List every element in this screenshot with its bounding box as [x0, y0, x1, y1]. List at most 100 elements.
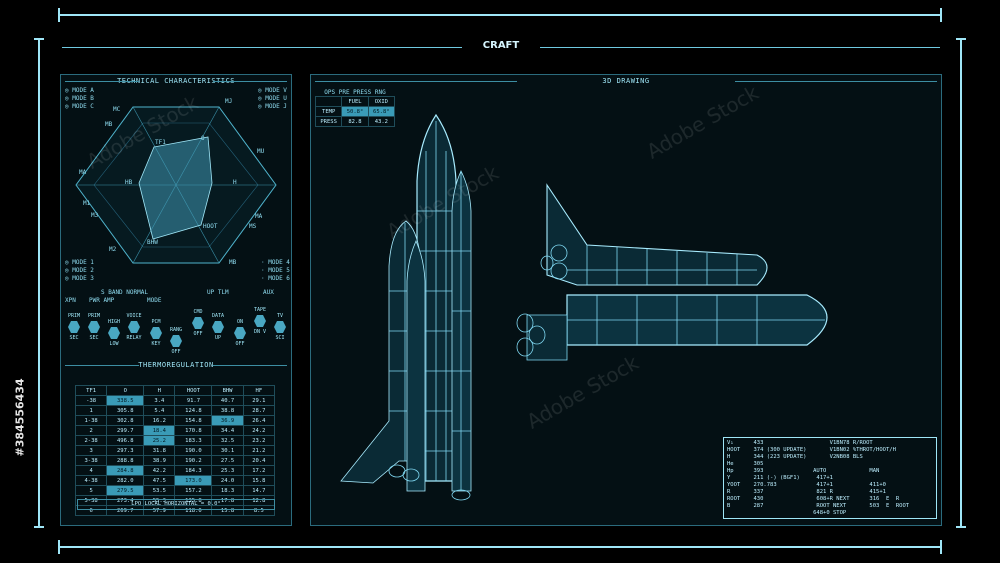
table-cell: 1-38	[74, 415, 108, 426]
mode-item[interactable]: · MODE 4	[261, 259, 290, 266]
telemetry-line: HOOT 374 (300 UPDATE) V1BN02 %THROT/HOOT…	[727, 447, 896, 453]
mode-item[interactable]: ◎ MODE C	[65, 103, 94, 110]
table-header-cell: H	[143, 385, 176, 396]
mode-item[interactable]: ◎ MODE 2	[65, 267, 94, 274]
table-cell: 173.0	[174, 475, 213, 486]
table-cell: 157.2	[174, 485, 213, 496]
radar-inner-label: H	[233, 179, 237, 186]
table-header-cell: O	[106, 385, 145, 396]
uptlm-label: UP TLM	[207, 289, 229, 296]
mode-item[interactable]: ◎ MODE 1	[65, 259, 94, 266]
table-cell: 302.8	[106, 415, 145, 426]
telemetry-line: H 344 (223 UPDATE) V2NB08 BLS	[727, 454, 863, 460]
table-header-cell: BHW	[211, 385, 244, 396]
table-cell: 154.8	[174, 415, 213, 426]
radar-label: MB	[105, 121, 113, 128]
table-cell: 17.2	[242, 465, 276, 476]
table-cell: 36.9	[211, 415, 244, 426]
table-cell: 338.5	[106, 395, 145, 406]
table-cell: 279.5	[106, 485, 145, 496]
mode-item[interactable]: · MODE 5	[261, 267, 290, 274]
radar-label: MJ	[225, 98, 233, 105]
table-cell: 16.2	[143, 415, 176, 426]
drawing-header: 3D DRAWING	[311, 77, 941, 85]
telemetry-line: R 337 821 R 415+1	[727, 489, 886, 495]
radar-inner-label: HB	[125, 179, 133, 186]
table-cell: 24.2	[242, 425, 276, 436]
table-cell: 184.3	[174, 465, 213, 476]
table-cell: 3	[74, 445, 108, 456]
page-title: CRAFT	[482, 40, 520, 51]
table-cell: 25.2	[143, 435, 176, 446]
radar-label: MA	[79, 169, 87, 176]
table-cell: 47.5	[143, 475, 176, 486]
shuttle-horizontal-wireframe	[516, 183, 828, 361]
mode-item[interactable]: ◎ MODE V	[258, 87, 287, 94]
radar-inner-label: BHW	[147, 239, 158, 246]
table-cell: 53.5	[143, 485, 176, 496]
radar-inner-label: O	[201, 135, 205, 142]
ops-title: OPS PRE PRESS RNG	[324, 89, 386, 96]
table-cell: 91.7	[174, 395, 213, 406]
table-cell: 3.4	[143, 395, 176, 406]
table-cell: 18.4	[143, 425, 176, 436]
table-cell: 40.7	[211, 395, 244, 406]
table-cell: 2	[74, 425, 108, 436]
telemetry-line: Y 211 (-) (BGF1) 417+1	[727, 475, 833, 481]
shuttle-vertical-wireframe	[340, 113, 472, 501]
table-cell: 496.8	[106, 435, 145, 446]
telemetry-line: B 287 ROOT NEXT 503 E ROOT	[727, 503, 910, 509]
table-cell: 183.3	[174, 435, 213, 446]
mode-item[interactable]: ◎ MODE B	[65, 95, 94, 102]
table-cell: 26.4	[242, 415, 276, 426]
table-cell: 3-38	[74, 455, 108, 466]
table-cell: 29.1	[242, 395, 276, 406]
table-cell: 4	[74, 465, 108, 476]
radar-label: MC	[113, 106, 121, 113]
table-cell: 6	[74, 505, 108, 516]
mode-item[interactable]: ◎ MODE J	[258, 103, 287, 110]
table-header-cell: HF	[242, 385, 276, 396]
pwr-amp-label: PWR AMP	[89, 297, 115, 304]
title-bar: CRAFT	[62, 40, 940, 54]
mode-item[interactable]: ◎ MODE 3	[65, 275, 94, 282]
xpn-label: XPN	[65, 297, 76, 304]
table-cell: 38.8	[211, 405, 244, 416]
mode-item[interactable]: ◎ MODE A	[65, 87, 94, 94]
table-cell: 31.8	[143, 445, 176, 456]
table-cell: 32.5	[211, 435, 244, 446]
mode-item[interactable]: ◎ MODE U	[258, 95, 287, 102]
table-cell: 27.5	[211, 455, 244, 466]
telemetry-line: YOOT 270.783 417+1 411+0	[727, 482, 886, 488]
ops-cell: 43.2	[367, 116, 396, 127]
table-cell: 23.2	[242, 435, 276, 446]
mode-item[interactable]: · MODE 6	[261, 275, 290, 282]
telemetry-line: 648+0 STOP	[727, 510, 847, 516]
radar-label: MB	[229, 259, 237, 266]
thermoregulation-header: THERMOREGULATION	[61, 361, 291, 369]
table-cell: 15.8	[242, 475, 276, 486]
radar-chart	[75, 106, 277, 264]
mode-label: MODE	[147, 297, 162, 304]
technical-characteristics-header: TECHNICAL CHARACTERISTICS	[61, 77, 291, 85]
